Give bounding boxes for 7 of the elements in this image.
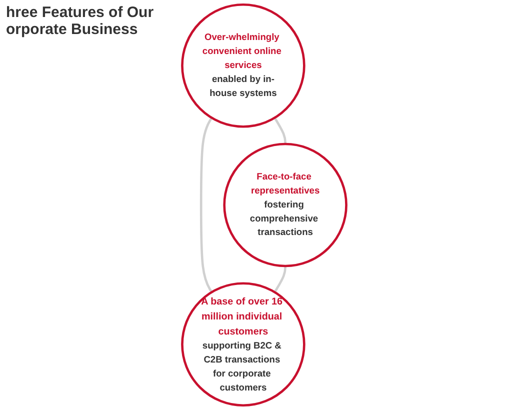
node-circle: Over-whelmingly convenient online services enabled by in-house systems — [180, 3, 306, 128]
connector — [273, 266, 286, 293]
node-circle: Face-to-face representatives fostering comprehensive transactions — [222, 142, 348, 268]
connector — [273, 117, 286, 144]
connector — [200, 117, 212, 293]
node-circle: A base of over 16 million individual customers supporting B2C & C2B transactions for corporate customers — [180, 282, 306, 407]
title: hree Features of Our orporate Business — [6, 4, 155, 38]
